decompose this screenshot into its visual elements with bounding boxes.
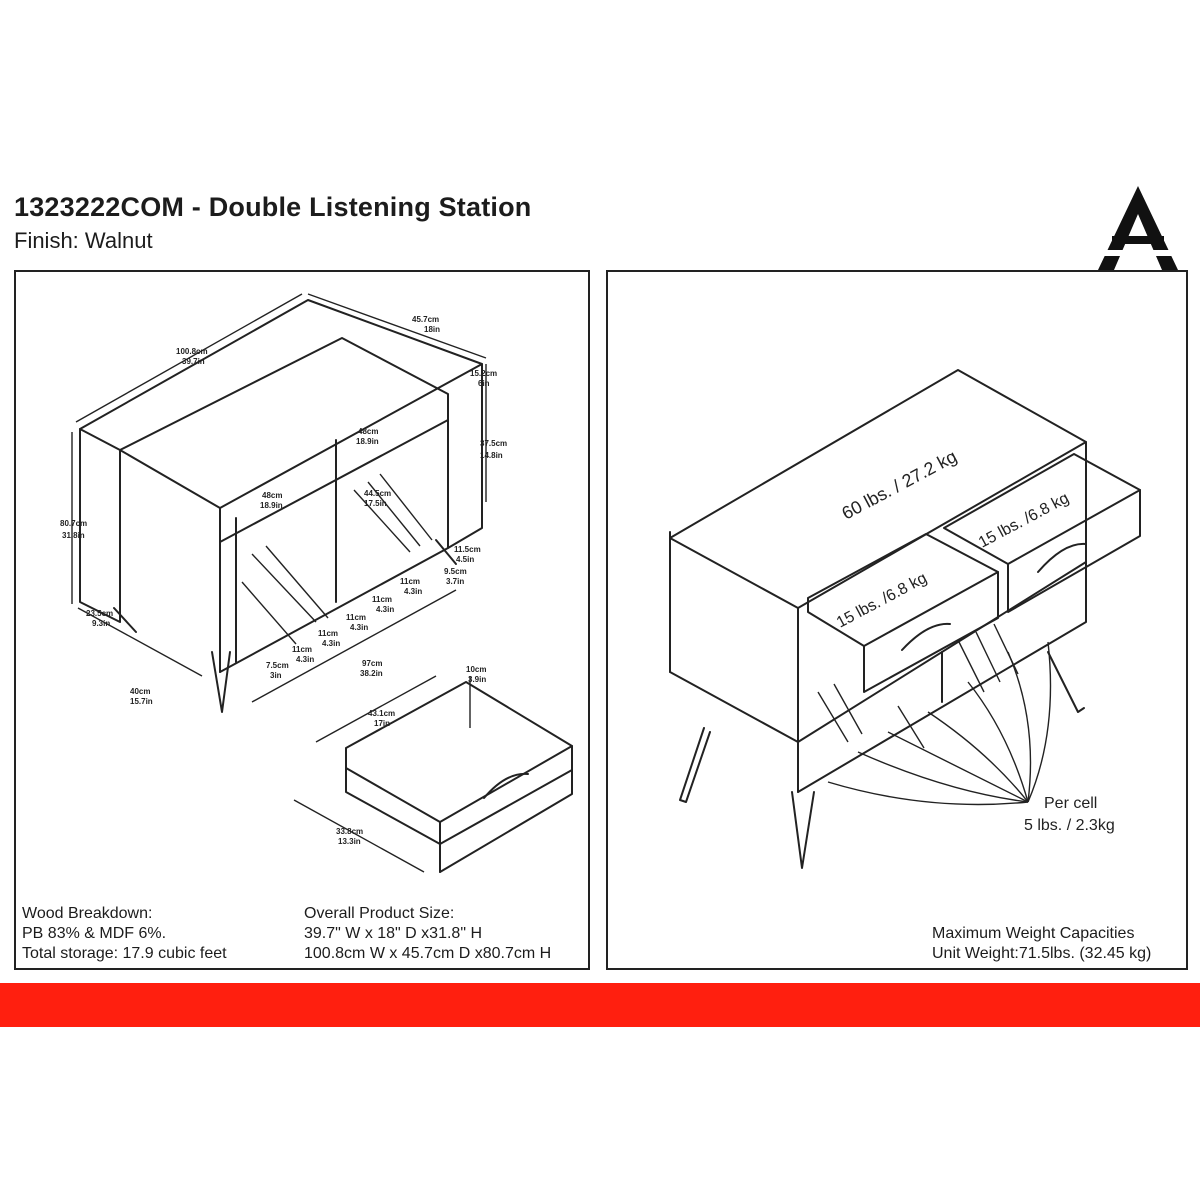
dim-width-cm: 100.8cm bbox=[176, 347, 208, 356]
dimension-lines bbox=[71, 293, 487, 703]
dim-drawer-height-in: 3.9in bbox=[468, 675, 486, 684]
dim-slot-e-cm: 11cm bbox=[318, 629, 338, 638]
dim-drawer-length-in: 17in bbox=[374, 719, 390, 728]
finish-label: Finish: Walnut bbox=[14, 228, 153, 253]
dim-drawer-width-cm: 48cm bbox=[358, 427, 378, 436]
weight-capacity-panel: 60 lbs. / 27.2 kg 15 lbs. /6.8 kg 15 lbs… bbox=[606, 270, 1188, 970]
top-capacity-label: 60 lbs. / 27.2 kg bbox=[838, 446, 960, 523]
dim-drawer-height-cm: 10cm bbox=[466, 665, 486, 674]
per-cell-arcs bbox=[827, 641, 1052, 806]
dim-top-cm: 15.2cm bbox=[470, 369, 497, 378]
size-cm: 100.8cm W x 45.7cm D x80.7cm H bbox=[304, 945, 552, 962]
dim-slot-a-in: 4.5in bbox=[456, 555, 474, 564]
dim-slot-h-in: 3.7in bbox=[446, 577, 464, 586]
dim-leg-in: 9.3in bbox=[92, 619, 110, 628]
dim-open-height-cm: 37.5cm bbox=[480, 439, 507, 448]
cabinet-dimension-drawing: 100.8cm 39.7in 45.7cm 18in 15.2cm 6in 48… bbox=[60, 293, 573, 873]
max-weight-note: Maximum Weight Capacities Unit Weight:71… bbox=[932, 924, 1151, 964]
per-cell-capacity: 5 lbs. / 2.3kg bbox=[1024, 817, 1115, 834]
size-inches: 39.7" W x 18" D x31.8" H bbox=[304, 925, 482, 942]
dim-depth-in: 18in bbox=[424, 325, 440, 334]
brand-a-logo-icon bbox=[1098, 184, 1178, 279]
drawer-drawing bbox=[293, 675, 573, 873]
dim-depth-cm: 45.7cm bbox=[412, 315, 439, 324]
dim-slot-d-cm: 11cm bbox=[346, 613, 366, 622]
dim-left-cell-cm: 48cm bbox=[262, 491, 282, 500]
dim-slot-b-in: 4.3in bbox=[404, 587, 422, 596]
weight-capacity-drawing: 60 lbs. / 27.2 kg 15 lbs. /6.8 kg 15 lbs… bbox=[669, 369, 1141, 869]
dim-cell-depth-in: 17.5in bbox=[364, 499, 387, 508]
per-cell-label: Per cell bbox=[1044, 795, 1097, 812]
size-heading: Overall Product Size: bbox=[304, 905, 455, 922]
overall-size-note: Overall Product Size: 39.7" W x 18" D x3… bbox=[304, 904, 551, 964]
dim-slot-h-cm: 9.5cm bbox=[444, 567, 467, 576]
wood-breakdown-note: Wood Breakdown: PB 83% & MDF 6%. Total s… bbox=[22, 904, 227, 964]
dim-slot-c-in: 4.3in bbox=[376, 605, 394, 614]
dim-height-in: 31.8in bbox=[62, 531, 85, 540]
max-weight-heading: Maximum Weight Capacities bbox=[932, 925, 1135, 942]
unit-weight: Unit Weight:71.5lbs. (32.45 kg) bbox=[932, 945, 1152, 962]
dim-slot-g-cm: 7.5cm bbox=[266, 661, 289, 670]
dim-slot-g-in: 3in bbox=[270, 671, 282, 680]
dim-open-height-in: 14.8in bbox=[480, 451, 503, 460]
dim-slot-f-in: 4.3in bbox=[296, 655, 314, 664]
dim-drawer-depth-in: 13.3in bbox=[338, 837, 361, 846]
dim-drawer-width-in: 18.9in bbox=[356, 437, 379, 446]
dim-inner-width-cm: 97cm bbox=[362, 659, 382, 668]
dimensions-panel: 100.8cm 39.7in 45.7cm 18in 15.2cm 6in 48… bbox=[14, 270, 590, 970]
total-storage: Total storage: 17.9 cubic feet bbox=[22, 945, 227, 962]
dim-left-cell-in: 18.9in bbox=[260, 501, 283, 510]
dim-slot-e-in: 4.3in bbox=[322, 639, 340, 648]
dim-slot-f-cm: 11cm bbox=[292, 645, 312, 654]
dim-slot-b-cm: 11cm bbox=[400, 577, 420, 586]
cabinet-3d bbox=[669, 369, 1141, 869]
wood-mix: PB 83% & MDF 6%. bbox=[22, 925, 167, 942]
dim-inner-width-in: 38.2in bbox=[360, 669, 383, 678]
dim-drawer-length-cm: 43.1cm bbox=[368, 709, 395, 718]
dim-top-in: 6in bbox=[478, 379, 490, 388]
dim-base-depth-cm: 40cm bbox=[130, 687, 150, 696]
dim-slot-d-in: 4.3in bbox=[350, 623, 368, 632]
dim-width-in: 39.7in bbox=[182, 357, 205, 366]
dim-base-depth-in: 15.7in bbox=[130, 697, 153, 706]
dim-slot-a-cm: 11.5cm bbox=[454, 545, 481, 554]
page-title: 1323222COM - Double Listening Station bbox=[14, 192, 532, 222]
dim-drawer-depth-cm: 33.8cm bbox=[336, 827, 363, 836]
dim-leg-cm: 23.5cm bbox=[86, 609, 113, 618]
footer-band bbox=[0, 983, 1200, 1027]
dim-slot-c-cm: 11cm bbox=[372, 595, 392, 604]
dim-cell-depth-cm: 44.5cm bbox=[364, 489, 391, 498]
drawer-right-capacity-label: 15 lbs. /6.8 kg bbox=[976, 490, 1072, 552]
wood-heading: Wood Breakdown: bbox=[22, 905, 153, 922]
cabinet-outline bbox=[79, 299, 483, 713]
dim-height-cm: 80.7cm bbox=[60, 519, 87, 528]
